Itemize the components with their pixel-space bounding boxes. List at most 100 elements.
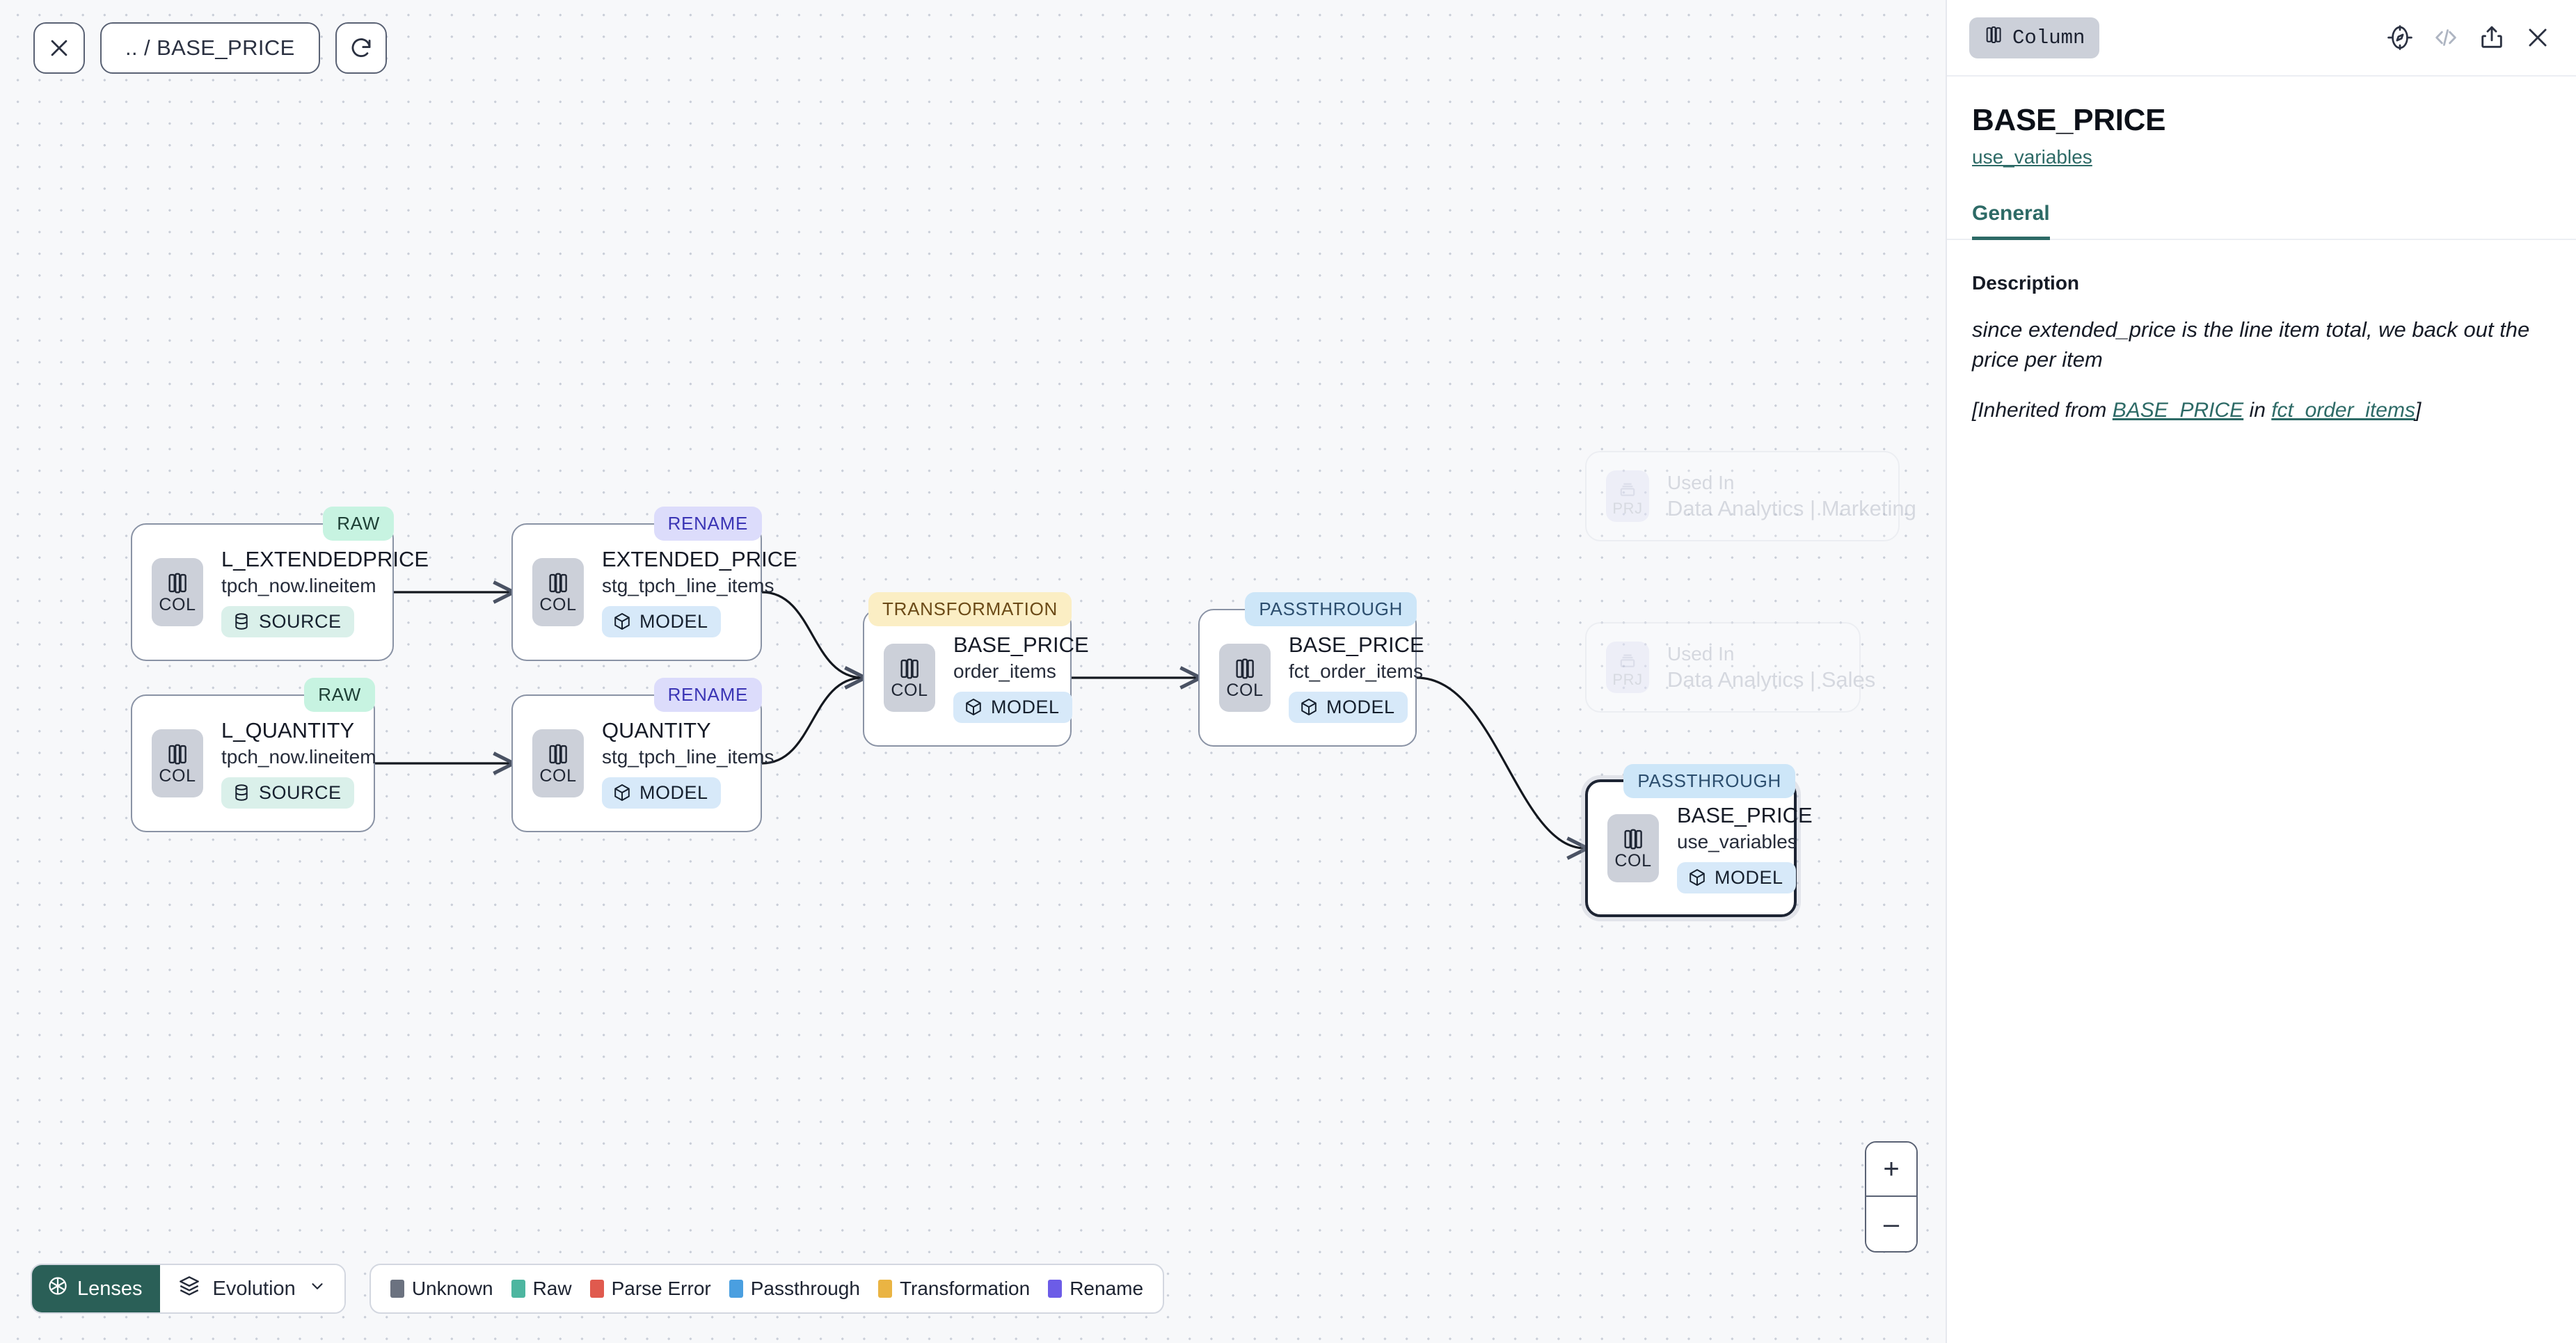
lenses-button[interactable]: Lenses xyxy=(32,1265,160,1312)
lenses-group: Lenses Evolution xyxy=(31,1264,346,1314)
inherited-column-link[interactable]: BASE_PRICE xyxy=(2112,398,2244,422)
inherited-model-link[interactable]: fct_order_items xyxy=(2271,398,2415,422)
zoom-out-button[interactable]: – xyxy=(1866,1197,1916,1251)
node-kind-tag: RAW xyxy=(304,678,375,712)
legend-item-parse-error[interactable]: Parse Error xyxy=(589,1278,711,1300)
refresh-button[interactable] xyxy=(335,22,387,74)
node-materialization-label: MODEL xyxy=(639,610,708,632)
close-icon xyxy=(47,36,71,60)
panel-header: Column xyxy=(1947,0,2576,77)
node-subtitle: stg_tpch_line_items xyxy=(602,574,774,596)
node-type-badge: COL xyxy=(1219,644,1271,712)
inherited-from-note: [Inherited from BASE_PRICE in fct_order_… xyxy=(1972,396,2548,424)
cube-icon xyxy=(964,697,983,717)
node-type-badge: PRJ xyxy=(1606,642,1649,693)
description-section: Description since extended_price is the … xyxy=(1947,240,2576,424)
breadcrumb-label: .. / BASE_PRICE xyxy=(125,35,295,60)
aperture-icon xyxy=(47,1276,68,1302)
node-title: L_QUANTITY xyxy=(221,718,355,743)
node-type-badge: COL xyxy=(532,558,584,626)
node-kind-tag: RENAME xyxy=(653,507,762,541)
panel-header-actions xyxy=(2387,24,2551,51)
cube-icon xyxy=(612,783,632,802)
breadcrumb[interactable]: .. / BASE_PRICE xyxy=(100,22,320,74)
evolution-dropdown[interactable]: Evolution xyxy=(159,1265,344,1312)
column-icon xyxy=(1621,827,1645,851)
node-type-label: PRJ xyxy=(1612,671,1643,688)
code-icon[interactable] xyxy=(2433,24,2459,51)
cube-icon xyxy=(1299,697,1319,717)
node-materialization-badge: MODEL xyxy=(602,777,721,809)
node-type-label: COL xyxy=(1226,680,1264,700)
column-icon xyxy=(546,571,570,595)
parent-model-link[interactable]: use_variables xyxy=(1972,146,2092,168)
node-materialization-badge: SOURCE xyxy=(221,605,354,637)
description-label: Description xyxy=(1972,272,2080,294)
inherited-suffix: ] xyxy=(2415,398,2422,422)
node-materialization-label: MODEL xyxy=(1715,866,1783,888)
node-title: L_EXTENDEDPRICE xyxy=(221,547,429,572)
node-title: BASE_PRICE xyxy=(953,633,1089,658)
used-in-project: Data Analytics | Sales xyxy=(1667,667,1876,692)
node-kind-tag: PASSTHROUGH xyxy=(1623,764,1795,798)
details-panel: Column xyxy=(1946,0,2576,1343)
legend-item-unknown[interactable]: Unknown xyxy=(390,1278,493,1300)
used-in-project: Data Analytics | Marketing xyxy=(1667,495,1916,520)
node-kind-tag: RENAME xyxy=(653,678,762,712)
page-title: BASE_PRICE xyxy=(1972,103,2166,137)
node-materialization-label: MODEL xyxy=(1326,696,1395,717)
legend-item-transformation[interactable]: Transformation xyxy=(877,1278,1030,1300)
share-icon[interactable] xyxy=(2479,24,2505,51)
evolution-label: Evolution xyxy=(212,1277,296,1300)
legend-label: Rename xyxy=(1070,1278,1144,1299)
node-subtitle: tpch_now.lineitem xyxy=(221,745,376,768)
column-icon xyxy=(166,742,189,766)
panel-close-icon[interactable] xyxy=(2525,24,2551,51)
canvas-toolbar: .. / BASE_PRICE xyxy=(33,22,387,74)
refresh-icon xyxy=(349,36,373,60)
legend-item-passthrough[interactable]: Passthrough xyxy=(729,1278,860,1300)
legend-swatch xyxy=(589,1280,604,1298)
legend-item-rename[interactable]: Rename xyxy=(1048,1278,1143,1300)
entity-type-label: Column xyxy=(2012,26,2085,49)
database-icon xyxy=(232,612,251,631)
node-type-label: COL xyxy=(539,594,577,614)
cube-icon xyxy=(612,612,632,631)
layers-icon xyxy=(178,1275,200,1303)
node-type-badge: COL xyxy=(152,729,203,797)
node-materialization-badge: MODEL xyxy=(602,605,721,637)
explore-compass-icon[interactable] xyxy=(2387,24,2413,51)
node-kind-tag: TRANSFORMATION xyxy=(868,592,1072,626)
legend-swatch xyxy=(729,1280,743,1298)
node-subtitle: tpch_now.lineitem xyxy=(221,574,376,596)
legend-swatch xyxy=(511,1280,525,1298)
node-type-label: COL xyxy=(891,680,928,700)
legend-label: Parse Error xyxy=(611,1278,711,1299)
node-materialization-badge: MODEL xyxy=(953,691,1072,723)
node-type-badge: COL xyxy=(152,558,203,626)
tab-general[interactable]: General xyxy=(1972,202,2050,240)
close-graph-button[interactable] xyxy=(33,22,85,74)
panel-tabs: General xyxy=(1947,200,2576,240)
legend-item-raw[interactable]: Raw xyxy=(511,1278,572,1300)
zoom-in-button[interactable]: + xyxy=(1866,1143,1916,1197)
node-type-badge: COL xyxy=(532,729,584,797)
